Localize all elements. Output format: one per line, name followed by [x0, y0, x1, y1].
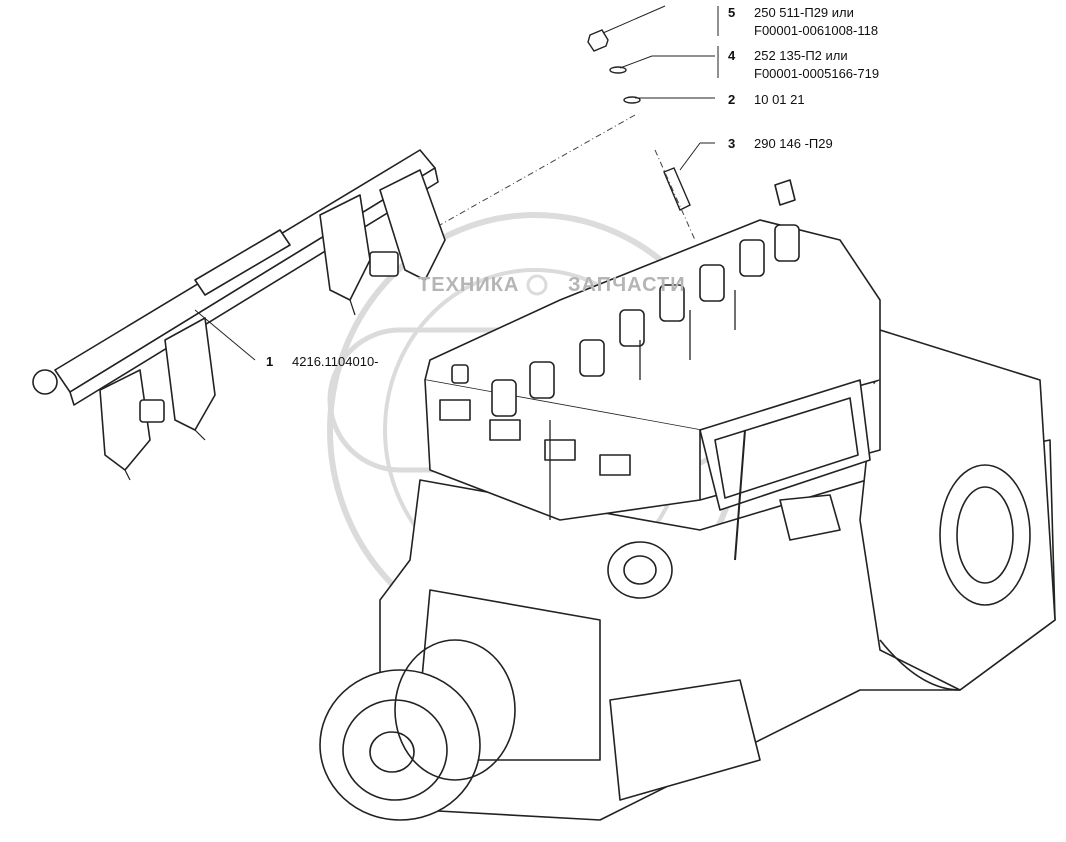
leader-lines — [194, 5, 719, 361]
callout-alt-part-number: F00001-0005166-719 — [754, 66, 880, 81]
callout-number: 2 — [728, 92, 736, 107]
callout-number: 1 — [266, 354, 274, 369]
callout-number: 4 — [728, 48, 736, 63]
watermark-right-text: ЗАПЧАСТИ — [568, 274, 686, 296]
callout-number: 3 — [728, 136, 736, 151]
callout-part-number: 252 135-П2 или — [754, 48, 848, 63]
callout-part-number: 290 146 -П29 — [754, 136, 833, 151]
callout-part-number: 4216.1104010- — [292, 354, 379, 369]
fuel-rail — [32, 149, 446, 481]
part-5-nut — [587, 29, 609, 52]
callout-part-number: 250 511-П29 или — [754, 5, 854, 20]
watermark-left-text: ТЕХНИКА — [418, 274, 520, 296]
callout-part-number: 10 01 21 — [754, 92, 805, 107]
engine-block — [319, 179, 1056, 821]
part-4-washer — [609, 66, 627, 74]
callout-alt-part-number: F00001-0061008-118 — [754, 23, 879, 38]
callout-number: 5 — [728, 5, 736, 20]
assembly-axes — [439, 114, 696, 241]
small-parts — [587, 29, 691, 211]
part-3-stud — [663, 167, 691, 211]
gear-icon — [526, 274, 548, 296]
